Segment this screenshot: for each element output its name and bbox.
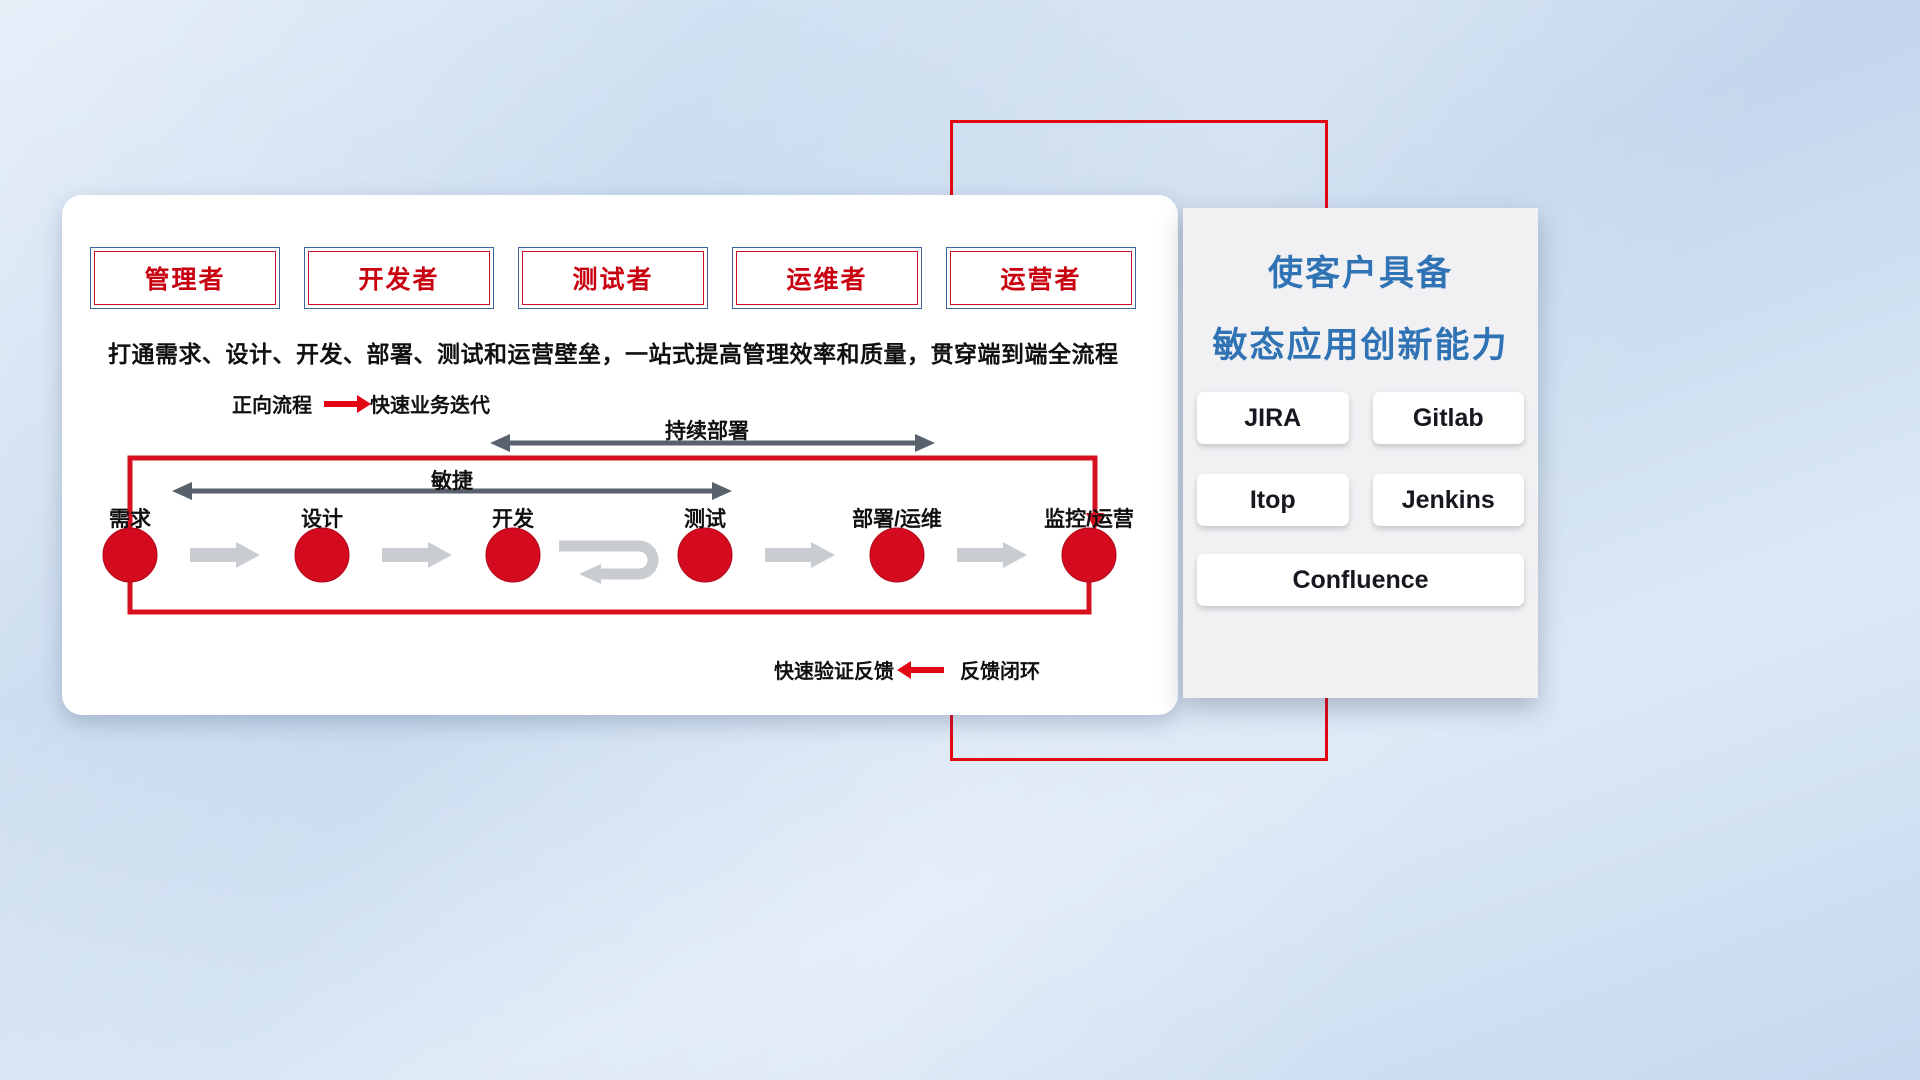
stage-label-requirements: 需求	[109, 508, 151, 531]
stage-node-design	[294, 527, 350, 583]
stage-arrow-icon	[190, 542, 260, 568]
stage-arrow-icon	[765, 542, 835, 568]
stage-arrow-icon	[382, 542, 452, 568]
role-label: 运营者	[1000, 266, 1082, 294]
legend-feedback-value: 反馈闭环	[960, 661, 1040, 683]
iterate-arrow-icon	[559, 540, 659, 580]
cd-span-label: 持续部署	[665, 420, 749, 443]
agile-range-arrowhead-left	[172, 482, 192, 500]
legend-feedback: 快速验证反馈 反馈闭环	[774, 655, 1040, 684]
tool-badge-itop: Itop	[1197, 474, 1349, 526]
stage-node-requirements	[102, 527, 158, 583]
tool-row-2: Itop Jenkins	[1197, 474, 1524, 526]
description-text: 打通需求、设计、开发、部署、测试和运营壁垒，一站式提高管理效率和质量，贯穿端到端…	[108, 341, 1119, 367]
role-box-developer: 开发者	[304, 247, 494, 309]
iterate-arrowhead	[579, 564, 601, 584]
role-label: 管理者	[144, 266, 226, 294]
stage-label-test: 测试	[684, 508, 726, 531]
tool-badge-confluence: Confluence	[1197, 554, 1524, 606]
forward-arrow-icon	[324, 394, 371, 413]
stage-arrow-icon	[957, 542, 1027, 568]
tool-badge-jenkins: Jenkins	[1372, 474, 1524, 526]
tool-row-1: JIRA Gitlab	[1197, 392, 1524, 444]
legend-forward: 正向流程 快速业务迭代	[232, 389, 490, 418]
role-label: 测试者	[572, 266, 654, 294]
legend-forward-value: 快速业务迭代	[370, 395, 490, 417]
role-box-ops: 运维者	[732, 247, 922, 309]
cd-range-arrowhead-left	[490, 434, 510, 452]
role-row: 管理者 开发者 测试者 运维者 运营者	[90, 247, 1136, 309]
forward-loop-line	[127, 455, 1098, 530]
capability-panel: 使客户具备 敏态应用创新能力 JIRA Gitlab Itop Jenkins …	[1183, 208, 1538, 698]
stage-label-develop: 开发	[492, 508, 534, 531]
cd-range-arrowhead-right	[915, 434, 935, 452]
tool-badge-gitlab: Gitlab	[1372, 392, 1524, 444]
stage-label-monitor-op: 监控/运营	[1044, 508, 1134, 531]
legend-feedback-label: 快速验证反馈	[774, 661, 894, 683]
stage-node-test	[677, 527, 733, 583]
tool-badge-jira: JIRA	[1197, 392, 1349, 444]
forward-loop-arrowhead	[1086, 513, 1104, 530]
stage-node-develop	[485, 527, 541, 583]
devops-flow-card: 管理者 开发者 测试者 运维者 运营者 打通需求、设计、开发、部署、测试和运营壁…	[62, 195, 1178, 715]
tool-row-3: Confluence	[1197, 554, 1524, 606]
panel-title: 使客户具备 敏态应用创新能力	[1183, 208, 1538, 382]
legend-forward-label: 正向流程	[232, 395, 312, 417]
agile-range-arrowhead-right	[712, 482, 732, 500]
role-box-tester: 测试者	[518, 247, 708, 309]
feedback-arrow-icon	[897, 660, 944, 679]
role-label: 运维者	[786, 266, 868, 294]
stage-node-monitor-op	[1061, 527, 1117, 583]
flow-diagram: 持续部署 敏捷 需求 设计 开发 测试 部署/运维 监控/运营	[62, 415, 1178, 685]
role-box-manager: 管理者	[90, 247, 280, 309]
panel-title-line2: 敏态应用创新能力	[1212, 326, 1509, 365]
stage-label-deploy-ops: 部署/运维	[852, 508, 942, 531]
role-label: 开发者	[358, 266, 440, 294]
feedback-loop-line	[127, 577, 1092, 615]
role-box-operator: 运营者	[946, 247, 1136, 309]
stage-label-design: 设计	[301, 508, 343, 531]
stage-node-deploy-ops	[869, 527, 925, 583]
panel-title-line1: 使客户具备	[1267, 254, 1453, 293]
agile-span-label: 敏捷	[431, 470, 473, 493]
flow-graphics	[102, 434, 1117, 615]
